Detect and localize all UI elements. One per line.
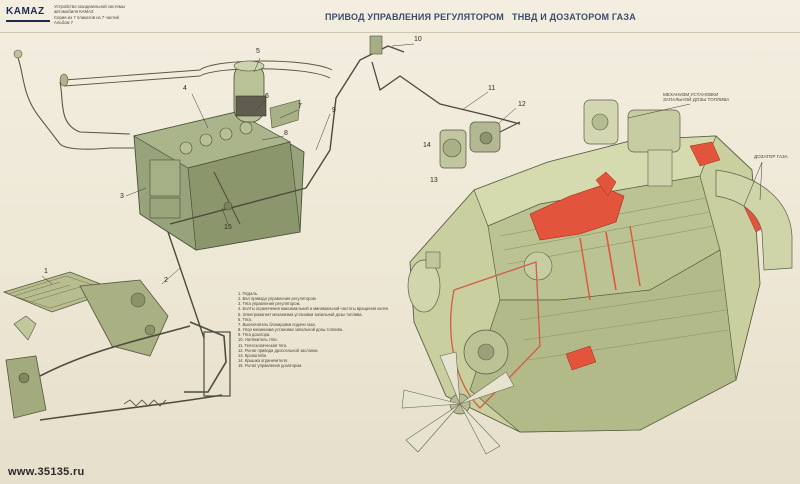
callout-5: 5 bbox=[256, 48, 260, 55]
meta-line: Альбом 7 bbox=[54, 20, 74, 26]
callout-13: 13 bbox=[430, 177, 438, 184]
legend-item: 13. Кронштейн. bbox=[238, 352, 268, 358]
mechanism-annotation: Механизм установки запальной дозы топлив… bbox=[663, 92, 743, 103]
leader-lines bbox=[41, 43, 763, 285]
legend-item: 11. Телескопическая тяга. bbox=[238, 342, 288, 348]
legend-item: 4. Болты ограничения максимальной и мини… bbox=[238, 306, 388, 312]
callout-15: 15 bbox=[224, 224, 232, 231]
control-shaft-rod bbox=[167, 231, 205, 339]
poster-title: ПРИВОД УПРАВЛЕНИЯ РЕГУЛЯТОРОМ bbox=[325, 12, 504, 22]
kamaz-logo: KAMAZ bbox=[6, 6, 50, 22]
gas-dosing-annotation: Дозатор газа bbox=[754, 154, 788, 159]
legend-item: 3. Тяга управления регулятором. bbox=[238, 301, 301, 307]
legend-item: 10. Натяжитель тяги. bbox=[238, 337, 278, 343]
poster-title-right: ТНВД И ДОЗАТОРОМ ГАЗА bbox=[512, 12, 636, 22]
legend-item: 8. Упор механизма установки запальной до… bbox=[238, 327, 344, 333]
header-band: KAMAZ Устройство газодизельной системы а… bbox=[0, 0, 800, 33]
legend-item: 2. Вал привода управления регулятором. bbox=[238, 296, 317, 302]
parts-legend: 1. Педаль. 2. Вал привода управления рег… bbox=[238, 291, 388, 368]
engine-illustration bbox=[401, 99, 793, 455]
callout-11: 11 bbox=[488, 85, 496, 92]
callout-9: 9 bbox=[332, 107, 336, 114]
throttle-parts bbox=[439, 121, 521, 169]
injection-pump bbox=[133, 60, 307, 251]
callout-2: 2 bbox=[164, 277, 168, 284]
mechanism-annotation-line: Механизм установки bbox=[663, 92, 719, 97]
callout-8: 8 bbox=[284, 130, 288, 137]
pedal-assembly bbox=[2, 271, 231, 421]
dosing-rod bbox=[305, 35, 521, 189]
legend-item: 7. Выключатель блокировки подачи газа. bbox=[238, 321, 316, 327]
legend-item: 6. Тяга. bbox=[238, 316, 252, 322]
callout-10: 10 bbox=[414, 36, 422, 43]
legend-item: 1. Педаль. bbox=[238, 291, 259, 296]
callout-12: 12 bbox=[518, 101, 526, 108]
callout-7: 7 bbox=[298, 103, 302, 110]
legend-item: 12. Рычаг привода дроссельной заслонки. bbox=[238, 347, 319, 353]
header-meta: Устройство газодизельной системы автомоб… bbox=[54, 4, 174, 26]
footer-url: www.35135.ru bbox=[8, 466, 85, 478]
legend-item: 5. Электромагнит механизма установки зап… bbox=[238, 311, 363, 317]
legend-item: 9. Тяга дозатора. bbox=[238, 332, 271, 338]
callout-4: 4 bbox=[183, 85, 187, 92]
callout-14: 14 bbox=[423, 142, 431, 149]
cable-assembly bbox=[13, 49, 333, 150]
meta-line: Серия из 7 плакатов из 7 частей bbox=[54, 14, 119, 20]
callout-1: 1 bbox=[44, 268, 48, 275]
callout-6: 6 bbox=[265, 93, 269, 100]
legend-item: 15. Рычаг управления дозатором. bbox=[238, 363, 303, 369]
callout-3: 3 bbox=[120, 193, 124, 200]
meta-line: Устройство газодизельной системы bbox=[54, 4, 125, 9]
legend-item: 14. Крышка ограничителя. bbox=[238, 358, 289, 364]
meta-line: автомобиля КАМАЗ bbox=[54, 9, 94, 15]
mechanism-annotation-line: запальной дозы топлива bbox=[663, 97, 730, 103]
